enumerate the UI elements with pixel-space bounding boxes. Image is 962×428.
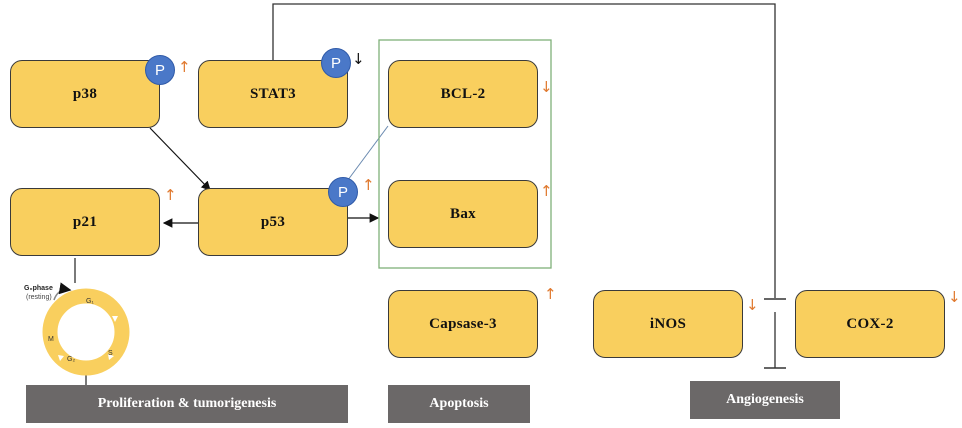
caspase3-up-arrow: ↑ (544, 285, 557, 303)
g0-phase-label: G₀phase (24, 285, 53, 292)
g0-resting-note: (resting) (26, 294, 52, 301)
node-bcl2: BCL-2 (388, 60, 538, 128)
m-label: M (48, 336, 54, 343)
bax-up-arrow: ↑ (540, 182, 553, 200)
cell-cycle-ring (42, 282, 130, 376)
node-caspase3: Capsase-3 (388, 290, 538, 358)
stat3-down-arrow: ↓ (352, 50, 365, 68)
s-label: S (108, 350, 113, 357)
p38-up-arrow: ↑ (178, 58, 191, 76)
p38-phospho-badge: P (145, 55, 175, 85)
outcome-proliferation: Proliferation & tumorigenesis (26, 385, 348, 423)
node-p21: p21 (10, 188, 160, 256)
node-p38: p38 (10, 60, 160, 128)
cox2-down-arrow: ↓ (948, 288, 961, 306)
outcome-angiogenesis: Angiogenesis (690, 381, 840, 419)
bcl2-down-arrow: ↓ (540, 78, 553, 96)
g2-label: G₂ (67, 356, 76, 363)
p21-up-arrow: ↑ (164, 186, 177, 204)
stat3-phospho-badge: P (321, 48, 351, 78)
p53-up-arrow: ↑ (362, 176, 375, 194)
apoptosis-group-frame (378, 39, 552, 269)
inos-down-arrow: ↓ (746, 296, 759, 314)
outcome-apoptosis: Apoptosis (388, 385, 530, 423)
stat3-inhibition-line (272, 3, 776, 298)
g1-label: G₁ (86, 298, 94, 305)
node-inos: iNOS (593, 290, 743, 358)
node-p53: p53 (198, 188, 348, 256)
node-bax: Bax (388, 180, 538, 248)
node-cox2: COX-2 (795, 290, 945, 358)
p53-phospho-badge: P (328, 177, 358, 207)
p38-to-p53-arrow (149, 127, 211, 191)
